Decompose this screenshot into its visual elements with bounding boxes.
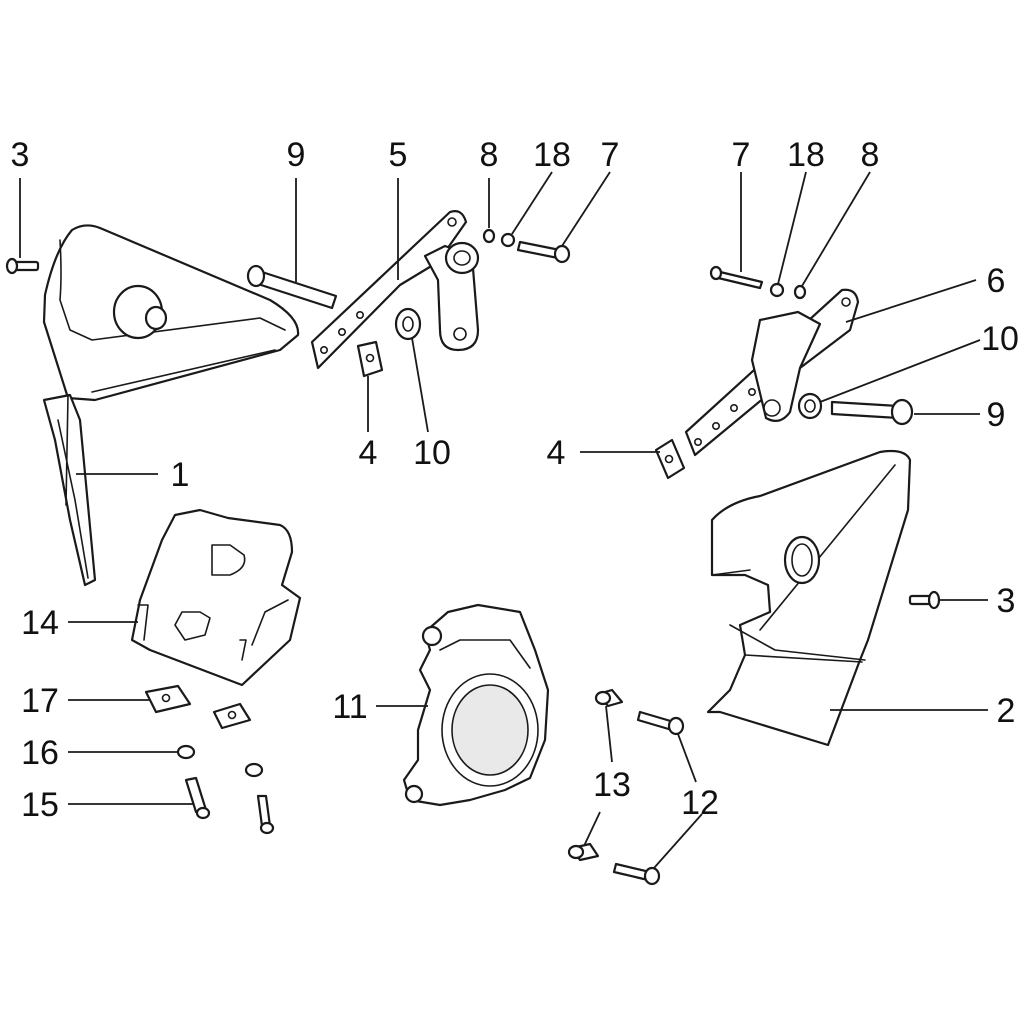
spacer-13-upper [594,688,624,708]
callout-5: 5 [389,136,408,174]
washer-18-left [500,232,516,248]
callout-14: 14 [21,604,59,642]
callout-10-left: 10 [413,434,451,472]
callout-4-right: 4 [547,434,566,472]
callout-3-left: 3 [11,136,30,174]
washer-18-right [769,282,785,298]
callout-18-right: 18 [787,136,825,174]
bolt-12-lower [612,862,661,886]
washer-8-right [793,284,807,300]
callout-3-right: 3 [997,582,1016,620]
bolt-9-right [830,398,914,426]
washer-10-left [394,307,422,341]
nut-17-left [144,684,192,714]
callout-15: 15 [21,786,59,824]
spacer-13-lower [567,842,600,862]
callout-16: 16 [21,734,59,772]
leader-lines [19,171,988,869]
bolt-7-left [516,240,571,264]
callout-1: 1 [171,456,190,494]
part-6-right-plate [684,288,860,457]
callout-11: 11 [332,688,367,726]
nut-4-left [356,340,384,378]
washer-16-right [244,762,264,778]
washer-8-left [482,228,496,244]
callout-2: 2 [997,692,1016,730]
callout-7-left: 7 [601,136,620,174]
part-2-right-cover [706,449,912,747]
washer-10-right [797,392,823,420]
bolt-3-right [908,590,941,610]
callout-13: 13 [593,766,631,804]
part-5-left-plate [310,210,480,370]
bolt-3-left [5,257,40,275]
part-11-sprocket-cover [402,603,550,807]
callout-9-left: 9 [287,136,306,174]
nut-4-right [654,438,686,480]
washer-16-left [176,744,196,760]
callout-7-right: 7 [732,136,751,174]
callout-18-left: 18 [533,136,571,174]
callout-4-left: 4 [359,434,378,472]
callout-9-right: 9 [987,396,1006,434]
nut-17-right [212,702,252,730]
part-14-lower-guard [130,508,302,687]
bolt-15-right [256,794,275,835]
callout-labels: 3 9 5 8 18 7 7 18 8 6 10 9 4 10 1 4 14 3… [11,136,1019,824]
bolt-7-right [709,265,764,290]
bolt-12-upper [636,710,685,736]
callout-6: 6 [987,262,1006,300]
callout-17: 17 [21,682,59,720]
bolt-15-left [184,776,211,820]
bolt-9-left [246,264,338,310]
callout-8-right: 8 [861,136,880,174]
part-1-left-guard [42,224,300,587]
callout-12: 12 [681,784,719,822]
callout-8-left: 8 [480,136,499,174]
callout-10-right: 10 [981,320,1019,358]
